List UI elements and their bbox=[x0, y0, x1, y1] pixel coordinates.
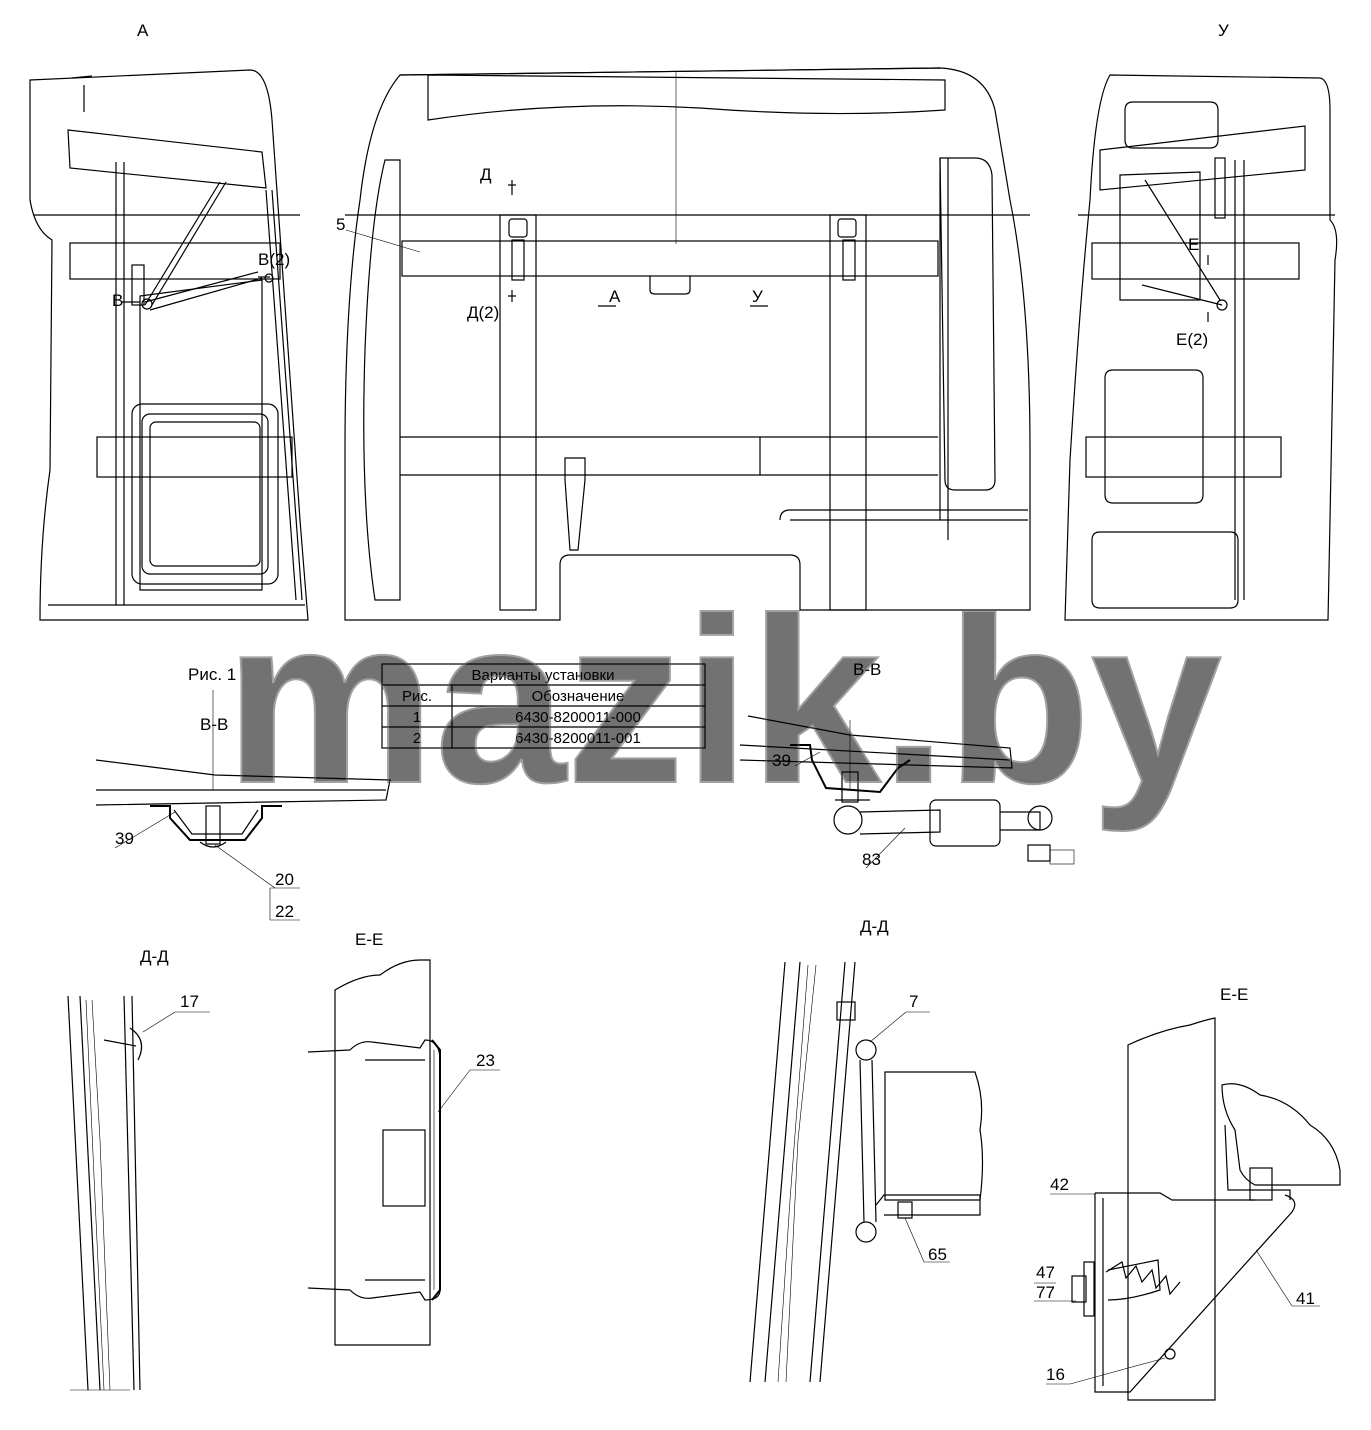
table-cell-fig-1: 1 bbox=[413, 709, 421, 726]
callout-20: 20 bbox=[275, 870, 294, 889]
section-vv-fig1-title: В-В bbox=[200, 715, 228, 734]
mark-d2-front: Д(2) bbox=[467, 303, 499, 322]
section-dd-fig1-title: Д-Д bbox=[140, 947, 169, 966]
callout-16: 16 bbox=[1046, 1365, 1065, 1384]
front-view-drawing: 5 Д Д(2) А У bbox=[336, 67, 1031, 621]
section-ee-fig2: Е-Е 42 47 77 16 41 bbox=[1034, 985, 1341, 1401]
table-header-designation: Обозначение bbox=[532, 688, 625, 705]
table-cell-fig-2: 2 bbox=[413, 730, 421, 747]
mark-d-front: Д bbox=[480, 165, 492, 184]
section-vv-fig1: Рис. 1 В-В 39 20 22 bbox=[95, 665, 391, 921]
callout-77: 77 bbox=[1036, 1283, 1055, 1302]
section-dd-fig1: Д-Д 17 bbox=[67, 947, 210, 1391]
mark-e2-view-u: Е(2) bbox=[1176, 330, 1208, 349]
section-dd-fig2: Д-Д 7 65 bbox=[749, 917, 984, 1383]
mark-a-front: А bbox=[609, 287, 621, 306]
watermark: mazik.by bbox=[225, 569, 1222, 833]
callout-47: 47 bbox=[1036, 1263, 1055, 1282]
variants-table-title: Варианты установки bbox=[472, 667, 615, 684]
section-ee-fig1-title: Е-Е bbox=[355, 930, 383, 949]
callout-5: 5 bbox=[336, 215, 345, 234]
callout-65: 65 bbox=[928, 1245, 947, 1264]
callout-23: 23 bbox=[476, 1051, 495, 1070]
mark-e-view-u: Е bbox=[1188, 235, 1199, 254]
section-ee-fig2-title: Е-Е bbox=[1220, 985, 1248, 1004]
mark-v-view-a: В bbox=[112, 291, 123, 310]
table-cell-designation-2: 6430-8200011-001 bbox=[515, 730, 641, 747]
section-vv-fig2: В-В 39 83 bbox=[739, 660, 1075, 869]
section-vv-fig2-title: В-В bbox=[853, 660, 881, 679]
mark-u-front: У bbox=[752, 287, 763, 306]
section-dd-fig2-title: Д-Д bbox=[860, 917, 889, 936]
callout-42: 42 bbox=[1050, 1175, 1069, 1194]
view-a-title: А bbox=[137, 21, 149, 40]
callout-41: 41 bbox=[1296, 1289, 1315, 1308]
callout-83: 83 bbox=[862, 850, 881, 869]
view-u-title: У bbox=[1218, 21, 1229, 40]
callout-17: 17 bbox=[180, 992, 199, 1011]
mark-v2-view-a: В(2) bbox=[258, 250, 290, 269]
callout-7: 7 bbox=[909, 992, 918, 1011]
section-ee-fig1: Е-Е 23 bbox=[307, 930, 500, 1346]
view-a-drawing: А В(2) В bbox=[29, 21, 309, 621]
callout-22: 22 bbox=[275, 902, 294, 921]
callout-39-fig2: 39 bbox=[772, 751, 791, 770]
callout-39-fig1: 39 bbox=[115, 829, 134, 848]
table-header-fig: Рис. bbox=[402, 688, 432, 705]
figure-label: Рис. 1 bbox=[188, 665, 236, 684]
variants-table: Варианты установки Рис. Обозначение 1 64… bbox=[381, 663, 706, 749]
view-u-drawing: У Е Е(2) bbox=[1064, 21, 1338, 621]
table-cell-designation-1: 6430-8200011-000 bbox=[515, 709, 641, 726]
